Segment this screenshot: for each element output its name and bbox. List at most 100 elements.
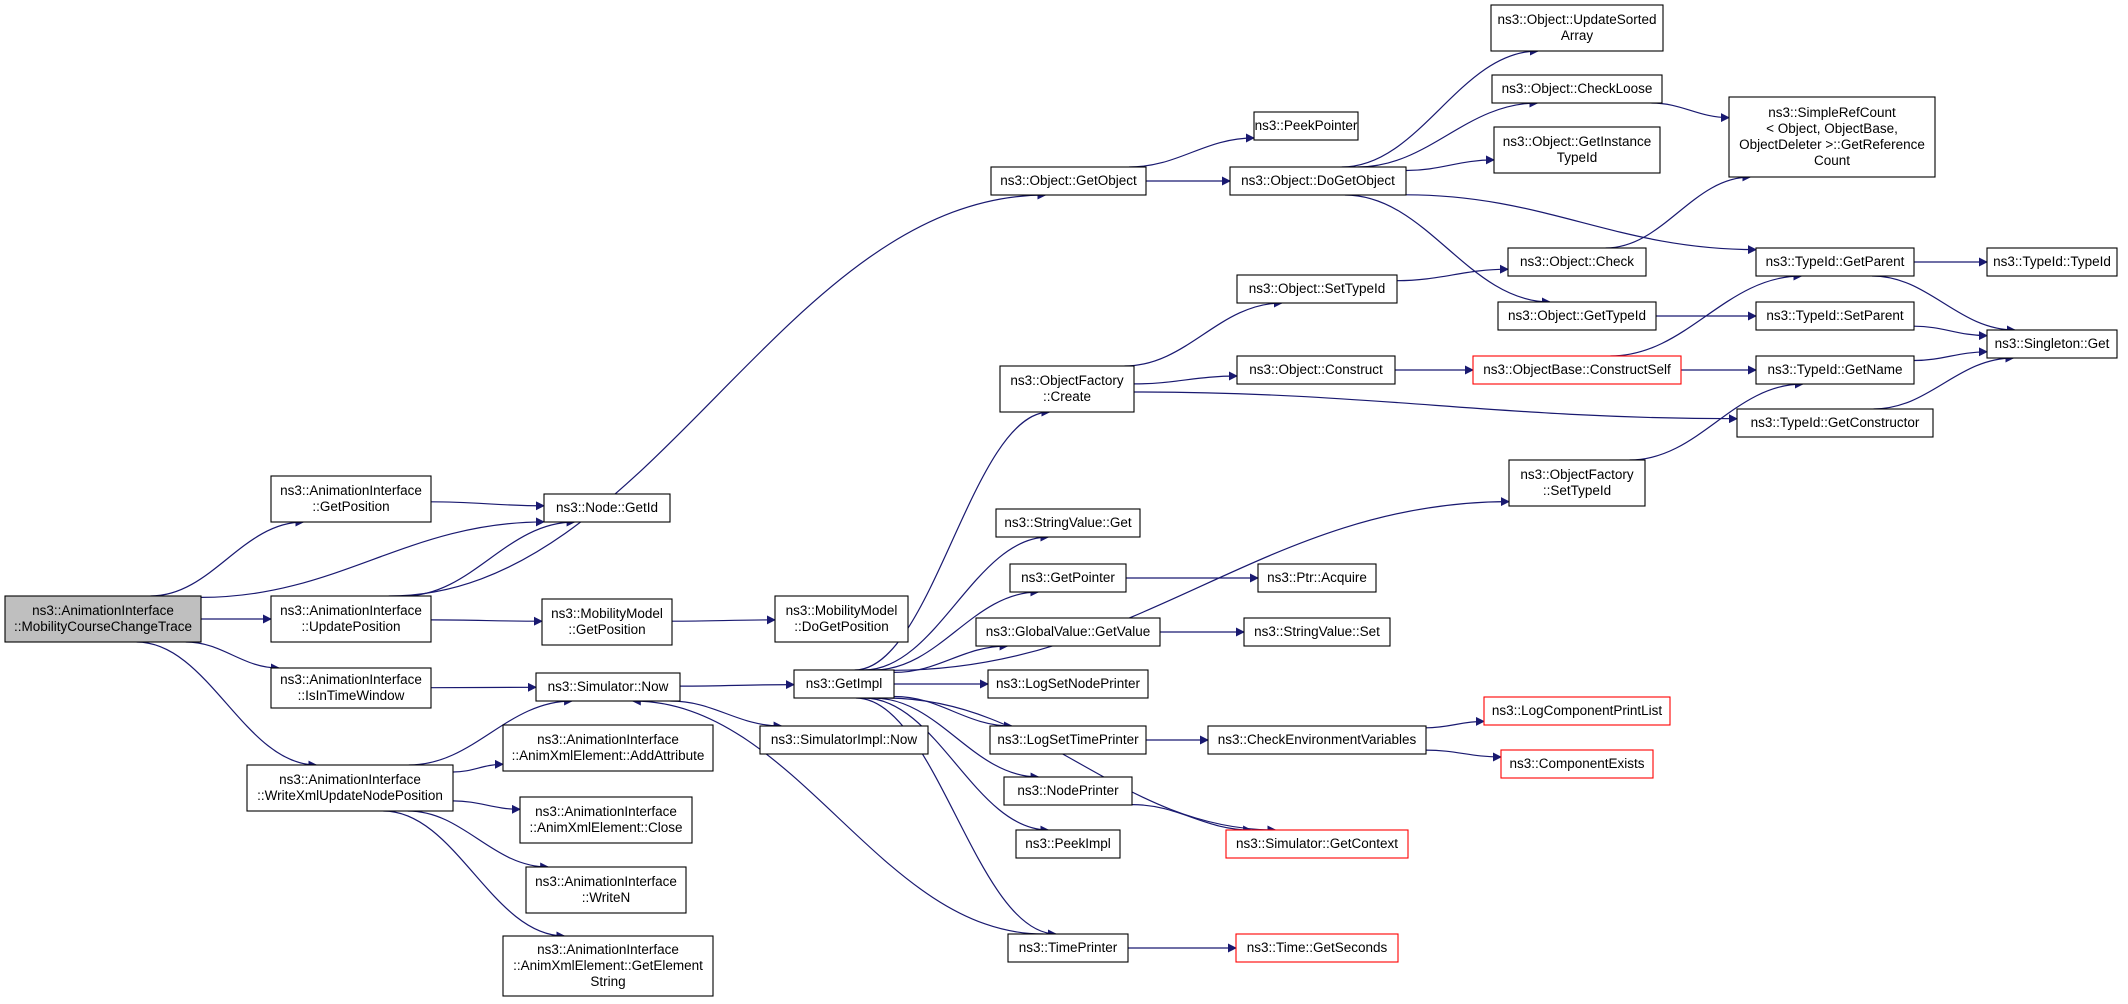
node-box xyxy=(995,508,1141,538)
node-tidgetctor[interactable]: ns3::TypeId::GetConstructor xyxy=(1736,408,1934,438)
node-label-line: ns3::MobilityModel xyxy=(786,603,898,618)
node-strvalset[interactable]: ns3::StringValue::Set xyxy=(1243,617,1391,647)
node-simnow[interactable]: ns3::Simulator::Now xyxy=(535,672,681,702)
node-settypeid[interactable]: ns3::Object::SetTypeId xyxy=(1236,274,1398,304)
node-objcheck[interactable]: ns3::Object::Check xyxy=(1507,247,1647,277)
node-box xyxy=(1229,166,1407,196)
node-compexists[interactable]: ns3::ComponentExists xyxy=(1500,749,1654,779)
node-label-line: ns3::GetImpl xyxy=(806,676,883,691)
node-getelemstr[interactable]: ns3::AnimationInterface::AnimXmlElement:… xyxy=(502,935,714,997)
node-box xyxy=(1493,126,1661,174)
node-box xyxy=(543,493,671,523)
node-simimplnow[interactable]: ns3::SimulatorImpl::Now xyxy=(759,725,929,755)
node-label-line: ns3::Object::Check xyxy=(1520,254,1634,269)
node-objfactcreate[interactable]: ns3::ObjectFactory::Create xyxy=(999,365,1135,413)
node-label-line: ns3::ObjectFactory xyxy=(1010,373,1124,388)
node-label-line: ns3::CheckEnvironmentVariables xyxy=(1218,732,1417,747)
node-box xyxy=(1236,355,1396,385)
node-mobgetpos[interactable]: ns3::MobilityModel::GetPosition xyxy=(541,598,673,646)
edge-settypeid-to-objcheck xyxy=(1396,264,1509,282)
node-globalvalget[interactable]: ns3::GlobalValue::GetValue xyxy=(975,617,1161,647)
node-root[interactable]: ns3::AnimationInterface::MobilityCourseC… xyxy=(4,595,202,643)
edge-getimpl-to-nodeprinter xyxy=(873,697,1040,782)
node-box xyxy=(1472,355,1682,385)
node-box xyxy=(1253,111,1359,141)
node-addattr[interactable]: ns3::AnimationInterface::AnimXmlElement:… xyxy=(502,724,714,772)
node-dogetobject[interactable]: ns3::Object::DoGetObject xyxy=(1229,166,1407,196)
edge-updateposition-to-objgetobject xyxy=(388,190,1047,597)
node-nodegetid[interactable]: ns3::Node::GetId xyxy=(543,493,671,523)
edge-updateposition-to-mobgetpos xyxy=(430,616,543,626)
node-tidgetname[interactable]: ns3::TypeId::GetName xyxy=(1755,355,1915,385)
node-label-line: ns3::AnimationInterface xyxy=(32,603,174,618)
edge-objgetobject-to-peekpointer xyxy=(1128,133,1255,168)
node-label-line: ns3::Time::GetSeconds xyxy=(1247,940,1388,955)
node-label-line: ns3::TypeId::GetName xyxy=(1767,362,1902,377)
node-ptracquire[interactable]: ns3::Ptr::Acquire xyxy=(1257,563,1377,593)
edge-objfactcreate-to-tidgetctor xyxy=(1133,391,1738,424)
node-label-line: ns3::LogSetNodePrinter xyxy=(996,676,1141,691)
node-box xyxy=(1009,563,1127,593)
node-nodeprinter[interactable]: ns3::NodePrinter xyxy=(1003,776,1133,806)
node-box xyxy=(987,669,1149,699)
node-getposition[interactable]: ns3::AnimationInterface::GetPosition xyxy=(270,475,432,523)
node-writexml[interactable]: ns3::AnimationInterface::WriteXmlUpdateN… xyxy=(246,764,454,812)
node-timegetsec[interactable]: ns3::Time::GetSeconds xyxy=(1235,933,1399,963)
edge-root-to-getposition xyxy=(150,517,305,597)
node-logcompprint[interactable]: ns3::LogComponentPrintList xyxy=(1483,696,1671,726)
node-updateposition[interactable]: ns3::AnimationInterface::UpdatePosition xyxy=(270,595,432,643)
node-strvalget[interactable]: ns3::StringValue::Get xyxy=(995,508,1141,538)
node-objgettypeid[interactable]: ns3::Object::GetTypeId xyxy=(1497,301,1657,331)
node-box xyxy=(1508,459,1646,507)
node-label-line: ns3::SimulatorImpl::Now xyxy=(771,732,918,747)
node-box xyxy=(975,617,1161,647)
node-label-line: ns3::Object::UpdateSorted xyxy=(1497,12,1656,27)
node-tidgetparent[interactable]: ns3::TypeId::GetParent xyxy=(1755,247,1915,277)
node-box xyxy=(270,595,432,643)
node-label-line: ns3::TypeId::GetParent xyxy=(1766,254,1905,269)
node-box xyxy=(1497,301,1657,331)
node-box xyxy=(1728,96,1936,178)
node-label-line: TypeId xyxy=(1557,150,1598,165)
node-writen[interactable]: ns3::AnimationInterface::WriteN xyxy=(525,866,687,914)
edge-writexml-to-addattr xyxy=(452,759,504,773)
node-timeprinter[interactable]: ns3::TimePrinter xyxy=(1007,933,1129,963)
node-checkenv[interactable]: ns3::CheckEnvironmentVariables xyxy=(1207,725,1427,755)
node-logsettime[interactable]: ns3::LogSetTimePrinter xyxy=(989,725,1147,755)
node-simplerefcount[interactable]: ns3::SimpleRefCount< Object, ObjectBase,… xyxy=(1728,96,1936,178)
node-checkloose[interactable]: ns3::Object::CheckLoose xyxy=(1491,74,1663,104)
node-objfactsettid[interactable]: ns3::ObjectFactory::SetTypeId xyxy=(1508,459,1646,507)
edge-writexml-to-simnow xyxy=(408,696,574,766)
node-tidsetparent[interactable]: ns3::TypeId::SetParent xyxy=(1755,301,1915,331)
node-objgetobject[interactable]: ns3::Object::GetObject xyxy=(990,166,1147,196)
edge-objfactsettid-to-tidgetname xyxy=(1629,379,1804,461)
node-label-line: ns3::ObjectFactory xyxy=(1520,467,1634,482)
node-tidtypeid[interactable]: ns3::TypeId::TypeId xyxy=(1986,247,2118,277)
node-constructself[interactable]: ns3::ObjectBase::ConstructSelf xyxy=(1472,355,1682,385)
node-logsetnode[interactable]: ns3::LogSetNodePrinter xyxy=(987,669,1149,699)
node-getpointer[interactable]: ns3::GetPointer xyxy=(1009,563,1127,593)
node-objconstruct[interactable]: ns3::Object::Construct xyxy=(1236,355,1396,385)
edge-updateposition-to-nodegetid xyxy=(403,517,576,597)
node-label-line: ns3::GlobalValue::GetValue xyxy=(986,624,1151,639)
node-getimpl[interactable]: ns3::GetImpl xyxy=(793,669,895,699)
node-label-line: ns3::Simulator::Now xyxy=(548,679,669,694)
node-peekimpl[interactable]: ns3::PeekImpl xyxy=(1015,829,1121,859)
edge-checkenv-to-logcompprint xyxy=(1425,716,1485,729)
node-isintimewindow[interactable]: ns3::AnimationInterface::IsInTimeWindow xyxy=(270,667,432,709)
node-label-line: ns3::StringValue::Set xyxy=(1254,624,1380,639)
node-label-line: ns3::Object::Construct xyxy=(1249,362,1383,377)
node-simgetctx[interactable]: ns3::Simulator::GetContext xyxy=(1225,829,1409,859)
node-box xyxy=(502,724,714,772)
node-label-line: ns3::Object::GetInstance xyxy=(1503,134,1652,149)
node-box xyxy=(759,725,929,755)
node-box xyxy=(1483,696,1671,726)
node-mobdogetpos[interactable]: ns3::MobilityModel::DoGetPosition xyxy=(774,595,909,643)
edge-getimpl-to-logsettime xyxy=(893,695,1013,731)
node-peekpointer[interactable]: ns3::PeekPointer xyxy=(1253,111,1359,141)
edge-getimpl-to-strvalget xyxy=(863,532,1050,671)
node-close[interactable]: ns3::AnimationInterface::AnimXmlElement:… xyxy=(519,796,693,844)
node-singletonget[interactable]: ns3::Singleton::Get xyxy=(1986,329,2118,359)
